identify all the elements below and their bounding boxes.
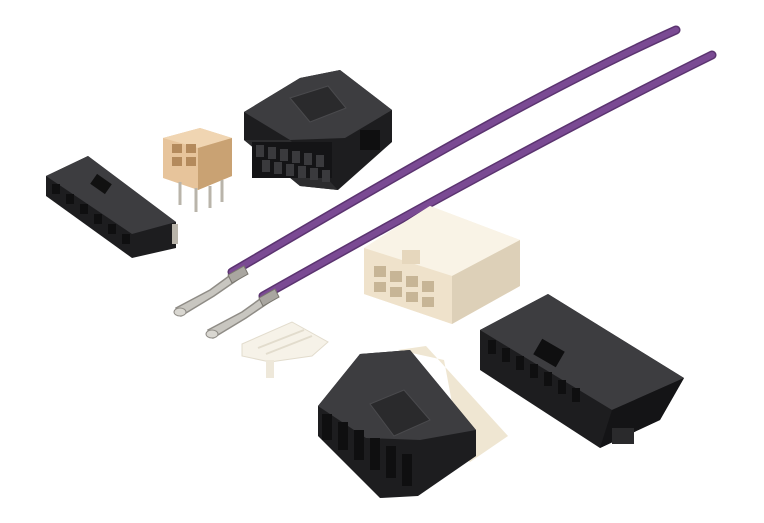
black-receptacle-housing-top	[244, 70, 392, 190]
cream-latch-clip	[241, 321, 329, 378]
black-receptacle-housing-bottom	[318, 346, 508, 498]
purple-wire-leads	[173, 25, 717, 340]
crimp-terminal-lower	[205, 288, 280, 340]
black-single-row-header	[46, 156, 178, 258]
black-large-header	[480, 294, 684, 448]
crimp-terminal-upper	[173, 265, 249, 318]
cream-plug-housing	[364, 206, 520, 324]
tan-pcb-header	[163, 128, 232, 212]
